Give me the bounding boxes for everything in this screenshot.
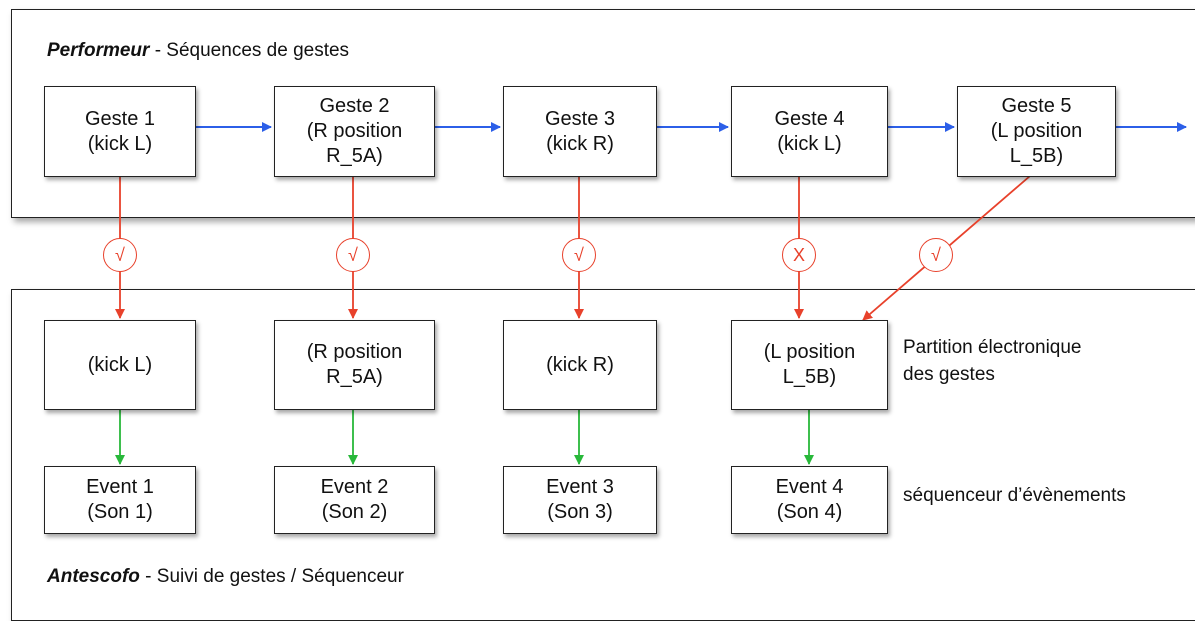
- mismatch-x-icon: X: [782, 238, 816, 272]
- match-check-icon: √: [103, 238, 137, 272]
- gesture-box-3: Geste 3 (kick R): [503, 86, 657, 177]
- antescofo-title: Antescofo - Suivi de gestes / Séquenceur: [47, 566, 404, 588]
- score-label: Partition électronique des gestes: [903, 337, 1082, 385]
- gesture-box-1: Geste 1 (kick L): [44, 86, 196, 177]
- performer-title-rest: - Séquences de gestes: [149, 40, 350, 61]
- score-box-3: (kick R): [503, 320, 657, 410]
- score-box-4: (L position L_5B): [731, 320, 888, 410]
- sequencer-label: séquenceur d’évènements: [903, 485, 1126, 506]
- antescofo-title-rest: - Suivi de gestes / Séquenceur: [139, 566, 404, 587]
- score-box-2: (R position R_5A): [274, 320, 435, 410]
- performer-title: Performeur - Séquences de gestes: [47, 40, 349, 62]
- match-check-icon: √: [919, 238, 953, 272]
- event-box-2: Event 2 (Son 2): [274, 466, 435, 534]
- event-box-4: Event 4 (Son 4): [731, 466, 888, 534]
- match-check-icon: √: [336, 238, 370, 272]
- antescofo-title-strong: Antescofo: [47, 566, 140, 587]
- match-check-icon: √: [562, 238, 596, 272]
- gesture-box-2: Geste 2 (R position R_5A): [274, 86, 435, 177]
- performer-title-strong: Performeur: [47, 40, 150, 61]
- gesture-box-5: Geste 5 (L position L_5B): [957, 86, 1116, 177]
- gesture-box-4: Geste 4 (kick L): [731, 86, 888, 177]
- event-box-1: Event 1 (Son 1): [44, 466, 196, 534]
- score-box-1: (kick L): [44, 320, 196, 410]
- event-box-3: Event 3 (Son 3): [503, 466, 657, 534]
